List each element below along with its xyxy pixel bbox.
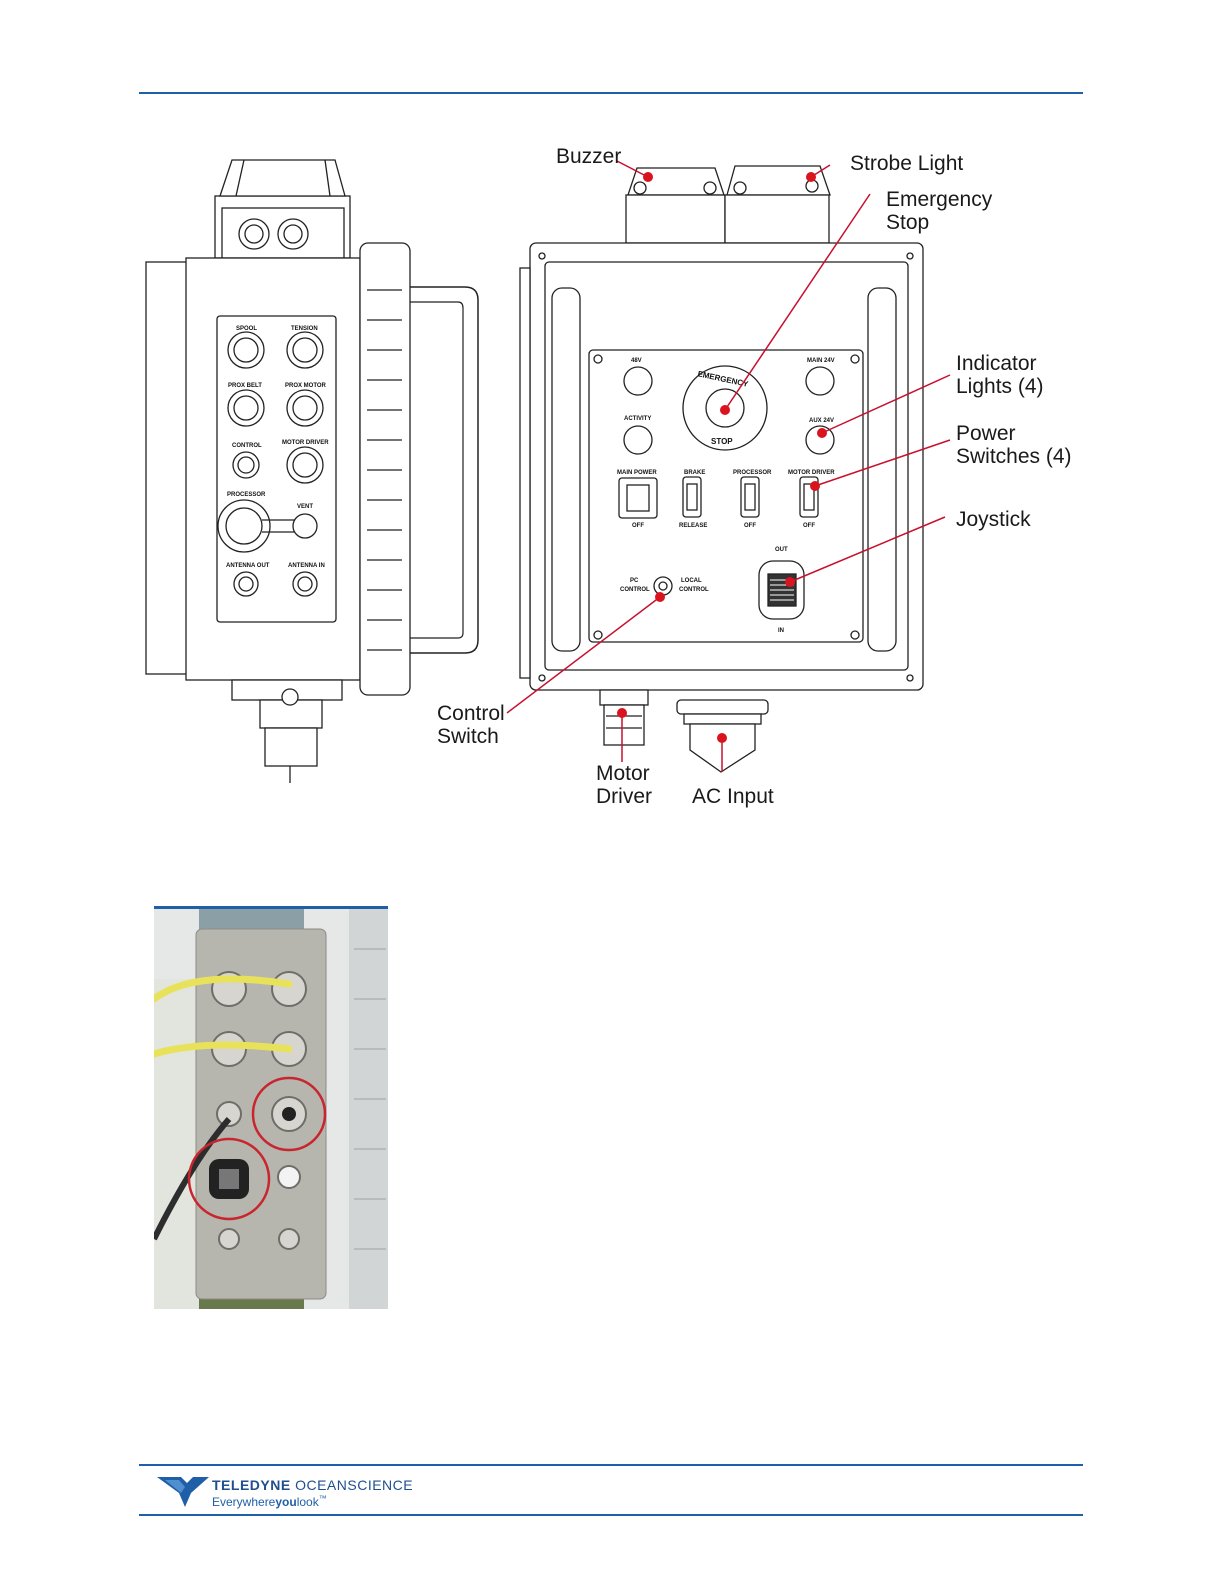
callout-emergency-stop-2: Stop — [886, 211, 929, 234]
front-label-control-b: CONTROL — [679, 587, 709, 593]
callout-leaders — [506, 160, 951, 772]
side-hinge — [359, 242, 411, 696]
front-label-stop: STOP — [711, 437, 733, 446]
footer-rule-top — [139, 1464, 1083, 1466]
callout-dot-control-switch — [655, 592, 665, 602]
front-label-off-1: OFF — [632, 523, 644, 529]
teledyne-logo-icon — [157, 1477, 209, 1507]
front-label-control-a: CONTROL — [620, 587, 650, 593]
front-label-activity: ACTIVITY — [624, 416, 651, 422]
indicator-main-24v — [805, 366, 835, 396]
callout-dot-ac-input — [717, 733, 727, 743]
side-label-antenna-in: ANTENNA IN — [288, 563, 325, 569]
front-label-pc: PC — [630, 578, 639, 584]
connector-panel-photo — [154, 906, 388, 1309]
front-view — [519, 165, 924, 773]
motor-driver-mount — [599, 689, 649, 706]
callout-dot-indicator — [817, 428, 827, 438]
front-label-off-3: OFF — [803, 523, 815, 529]
brand-secondary: OCEANSCIENCE — [295, 1477, 414, 1493]
front-label-aux-24v: AUX 24V — [809, 418, 834, 424]
photo-highlight-processor — [187, 1137, 271, 1221]
front-label-48v: 48V — [631, 358, 642, 364]
brand-tagline: Everywhereyoulook™ — [212, 1494, 327, 1509]
callout-emergency-stop-1: Emergency — [886, 188, 993, 211]
front-label-processor: PROCESSOR — [733, 470, 772, 476]
callout-control-switch-1: Control — [437, 702, 505, 725]
photo-illustration — [154, 909, 388, 1309]
callout-control-switch-2: Switch — [437, 725, 499, 748]
callout-power-switches-2: Switches (4) — [956, 445, 1072, 468]
brand-name: TELEDYNE OCEANSCIENCE — [212, 1477, 413, 1493]
callout-dot-buzzer — [643, 172, 653, 182]
callout-dot-power-switch — [810, 481, 820, 491]
front-label-motor-driver: MOTOR DRIVER — [788, 470, 835, 476]
callout-dot-joystick — [785, 577, 795, 587]
side-panel-connectors — [217, 331, 324, 597]
front-label-brake: BRAKE — [684, 470, 705, 476]
tagline-a: Everywhere — [212, 1495, 276, 1509]
front-slot-left — [551, 287, 581, 652]
callout-dots — [617, 172, 827, 743]
front-slot-right — [867, 287, 897, 652]
tagline-b: you — [275, 1495, 297, 1509]
callout-joystick: Joystick — [956, 508, 1031, 531]
indicator-48v — [623, 366, 653, 396]
front-label-off-2: OFF — [744, 523, 756, 529]
side-top-cap — [219, 159, 346, 197]
callout-indicator-lights-2: Lights (4) — [956, 375, 1044, 398]
side-handle — [410, 286, 479, 654]
callout-dot-estop — [720, 405, 730, 415]
tagline-tm: ™ — [318, 1494, 327, 1503]
callout-indicator-lights-1: Indicator — [956, 352, 1037, 375]
side-label-processor: PROCESSOR — [227, 492, 266, 498]
footer-rule-bottom — [139, 1514, 1083, 1516]
callout-ac-input: AC Input — [692, 785, 774, 808]
side-label-motor-driver: MOTOR DRIVER — [282, 440, 329, 446]
front-label-out: OUT — [775, 547, 788, 553]
front-label-release: RELEASE — [679, 523, 707, 529]
front-label-main-24v: MAIN 24V — [807, 358, 835, 364]
buzzer-body — [625, 194, 726, 244]
callout-motor-driver-1: Motor — [596, 762, 650, 785]
side-ledge — [145, 261, 189, 675]
brand-primary: TELEDYNE — [212, 1477, 291, 1493]
ac-input-flange — [676, 699, 769, 715]
callout-power-switches-1: Power — [956, 422, 1016, 445]
callout-strobe-light: Strobe Light — [850, 152, 963, 175]
side-label-tension: TENSION — [291, 326, 318, 332]
tagline-c: look — [296, 1495, 319, 1509]
side-view — [145, 159, 479, 783]
indicator-activity — [623, 425, 653, 455]
side-label-control: CONTROL — [232, 443, 262, 449]
enclosure-diagram: SPOOL TENSION PROX BELT PROX MOTOR CONTR… — [145, 145, 1072, 808]
front-label-local: LOCAL — [681, 578, 702, 584]
callout-motor-driver-2: Driver — [596, 785, 652, 808]
side-panel-labels: SPOOL TENSION PROX BELT PROX MOTOR CONTR… — [226, 326, 329, 569]
header-rule — [139, 92, 1083, 94]
side-label-prox-belt: PROX BELT — [228, 383, 262, 389]
strobe-body — [724, 194, 830, 244]
side-label-spool: SPOOL — [236, 326, 257, 332]
front-label-in: IN — [778, 628, 784, 634]
front-label-main-power: MAIN POWER — [617, 470, 657, 476]
photo-highlight-motor-driver — [251, 1076, 327, 1152]
side-label-vent: VENT — [297, 504, 313, 510]
callout-dot-motor-driver — [617, 708, 627, 718]
callout-labels: Buzzer Strobe Light Emergency Stop Indic… — [437, 145, 1072, 808]
callout-buzzer: Buzzer — [556, 145, 621, 168]
callout-dot-strobe — [806, 172, 816, 182]
side-label-antenna-out: ANTENNA OUT — [226, 563, 270, 569]
side-label-prox-motor: PROX MOTOR — [285, 383, 327, 389]
